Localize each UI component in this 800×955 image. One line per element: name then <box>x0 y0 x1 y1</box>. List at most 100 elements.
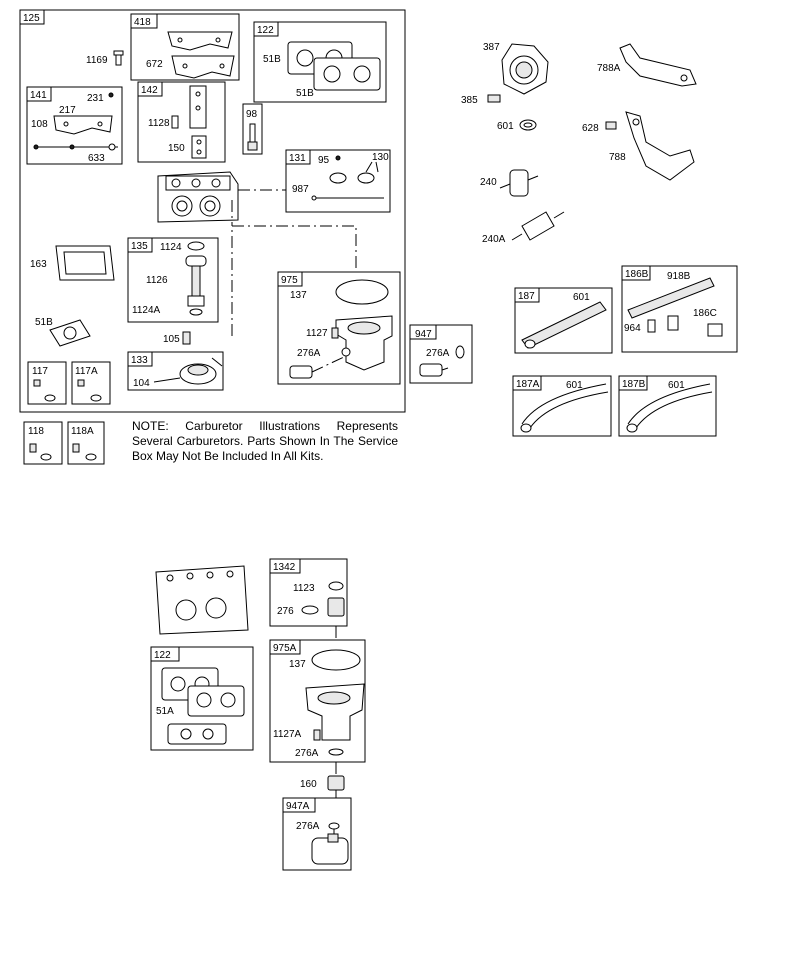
part-601-label-1: 601 <box>497 121 514 132</box>
gasket-672-icon <box>171 55 235 79</box>
part-1124-label: 1124 <box>160 242 182 253</box>
part-601-label-3: 601 <box>566 380 583 391</box>
fuel-bowl-975-icon <box>289 279 393 379</box>
part-601-label-2: 601 <box>573 292 590 303</box>
kit-947-tag-box <box>409 324 437 340</box>
seat-1342-icon <box>301 581 345 617</box>
screw-385-icon <box>487 94 501 103</box>
part-918b-label: 918B <box>667 271 691 282</box>
kit-947-tag: 947 <box>415 329 432 340</box>
kit-975a-tag: 975A <box>273 643 297 654</box>
part-276a-label-1: 276A <box>297 348 321 359</box>
screw-1169-icon <box>113 50 124 66</box>
float-1126-icon <box>185 241 207 316</box>
kit-142-tag-box <box>137 81 163 97</box>
gasket-51b-icon <box>287 41 381 91</box>
bracket-788-icon <box>625 111 695 181</box>
solenoid-947a-icon <box>311 822 349 865</box>
part-387-label: 387 <box>483 42 500 53</box>
part-276a-label-3: 276A <box>295 748 319 759</box>
part-276-label: 276 <box>277 606 294 617</box>
part-240a-label: 240A <box>482 234 506 245</box>
part-105-label: 105 <box>163 334 180 345</box>
kit-141-tag: 141 <box>30 90 47 101</box>
kit-187-tag-box <box>514 287 540 303</box>
kit-418-tag: 418 <box>134 17 151 28</box>
fuel-line-187a-icon <box>520 383 609 433</box>
kit-131-tag-box <box>285 149 311 165</box>
part-186c-label: 186C <box>693 308 717 319</box>
fuel-filter-240-icon <box>499 169 539 197</box>
kit-1342-tag: 1342 <box>273 562 296 573</box>
part-276a-label-4: 276A <box>296 821 320 832</box>
kit-975a-tag-box <box>269 639 301 655</box>
kit-122-lower-tag-box <box>150 646 180 662</box>
part-601-label-4: 601 <box>668 380 685 391</box>
part-788a-label: 788A <box>597 63 621 74</box>
plate-142-icon <box>171 85 207 159</box>
fuel-filter-240a-icon <box>511 211 565 241</box>
kit-133-tag: 133 <box>131 355 148 366</box>
part-240-label: 240 <box>480 177 497 188</box>
screw-118-icon <box>29 443 52 461</box>
fuel-line-918b-icon <box>627 277 723 337</box>
part-1126-label: 1126 <box>146 275 168 286</box>
kit-947a-tag: 947A <box>286 801 310 812</box>
jet-105-icon <box>182 331 191 345</box>
kit-141-tag-box <box>26 86 52 102</box>
kit-187b-tag-box <box>618 375 648 391</box>
part-163-label: 163 <box>30 259 47 270</box>
part-276a-label-2: 276A <box>426 348 450 359</box>
kit-135-tag-box <box>127 237 153 253</box>
part-130-label: 130 <box>372 152 389 163</box>
kit-125-tag-box <box>19 9 45 25</box>
part-987-label: 987 <box>292 184 309 195</box>
kit-118a-tag: 118A <box>71 426 94 437</box>
fitting-160-icon <box>327 775 345 791</box>
kit-117-tag: 117 <box>32 366 48 377</box>
kit-187a-tag-box <box>512 375 542 391</box>
kit-122-tag-box <box>253 21 279 37</box>
kit-135-tag: 135 <box>131 241 148 252</box>
kit-142-tag: 142 <box>141 85 158 96</box>
fuel-line-187-icon <box>521 301 607 349</box>
carburetor-head-lower-icon <box>155 565 249 635</box>
part-1124a-label: 1124A <box>132 305 161 316</box>
part-95-label: 95 <box>318 155 330 166</box>
kit-122-tag: 122 <box>257 25 274 36</box>
kit-418-tag-box <box>130 13 158 29</box>
part-160-label: 160 <box>300 779 317 790</box>
kit-187a-tag: 187A <box>516 379 540 390</box>
kit-975-tag: 975 <box>281 275 298 286</box>
plate-108-icon <box>53 92 114 135</box>
gasket-51a-icon <box>161 667 245 745</box>
throttle-plates-130-icon <box>311 155 384 201</box>
kit-187-tag: 187 <box>518 291 535 302</box>
carburetor-note: NOTE: Carburetor Illustrations Represent… <box>132 419 398 463</box>
part-51b-label-2: 51B <box>296 88 314 99</box>
flange-51b-icon <box>49 319 91 347</box>
part-137-label: 137 <box>290 290 307 301</box>
kit-186b-tag: 186B <box>625 269 649 280</box>
kit-122-lower-tag: 122 <box>154 650 171 661</box>
part-788-label: 788 <box>609 152 626 163</box>
fuel-bowl-975a-icon <box>305 649 365 756</box>
kit-118-tag: 118 <box>28 426 44 437</box>
part-672-label: 672 <box>146 59 163 70</box>
fuel-line-187b-icon <box>626 383 713 433</box>
kit-1342-tag-box <box>269 558 301 574</box>
leader-line-975 <box>231 225 357 336</box>
clamp-601-icon <box>519 119 537 131</box>
fuel-pump-387-icon <box>501 43 549 95</box>
kit-117a-tag: 117A <box>75 366 98 377</box>
part-1128-label: 1128 <box>148 118 170 129</box>
part-51b-label-3: 51B <box>35 317 53 328</box>
float-bowl-104-icon <box>153 357 223 385</box>
part-1127-label: 1127 <box>306 328 328 339</box>
part-628-label: 628 <box>582 123 599 134</box>
kit-975-tag-box <box>277 271 303 287</box>
kit-187b-tag: 187B <box>622 379 646 390</box>
kit-125-tag: 125 <box>23 13 40 24</box>
screw-117a-icon <box>77 379 102 402</box>
